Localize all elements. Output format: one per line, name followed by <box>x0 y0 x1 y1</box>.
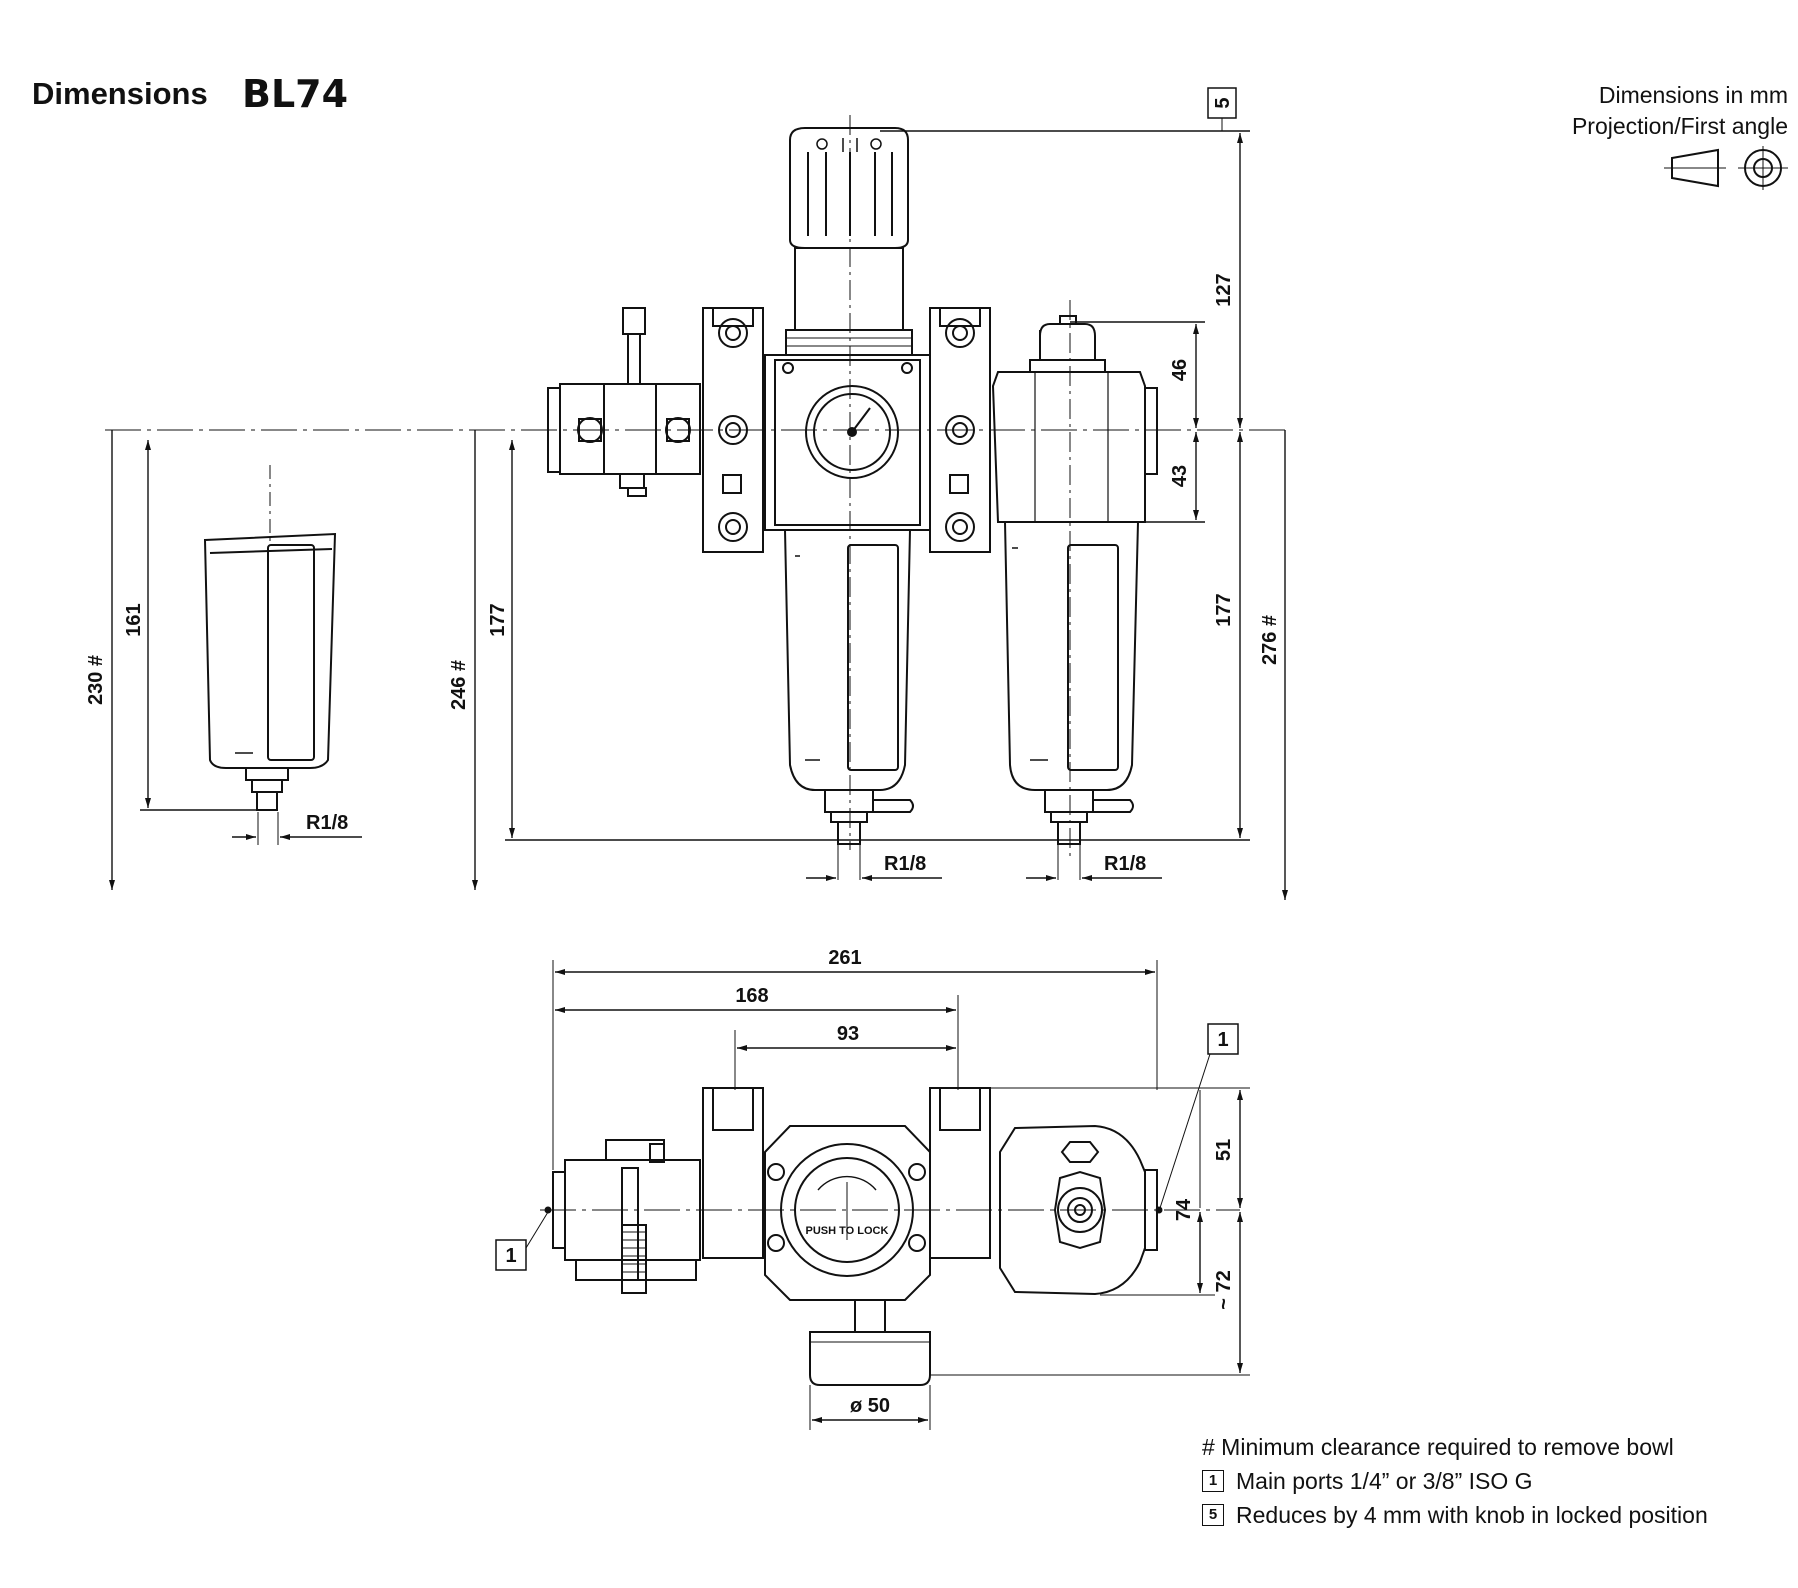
callout-5-label: 5 <box>1212 97 1234 108</box>
lubricator-front <box>991 300 1158 860</box>
note-main-ports: 1 Main ports 1/4” or 3/8” ISO G <box>1202 1464 1708 1498</box>
knob-text: PUSH TO LOCK <box>806 1225 889 1237</box>
left-bracket-top <box>702 1087 764 1259</box>
front-dimension-lines <box>109 130 1288 900</box>
lubricator-top <box>999 1124 1158 1296</box>
dim-276: 276 # <box>1259 615 1281 665</box>
dim-93: 93 <box>837 1023 859 1045</box>
model-number: BL74 <box>242 72 349 116</box>
filter-regulator-front <box>764 115 931 850</box>
dim-74: 74 <box>1173 1198 1195 1221</box>
dim-246: 246 # <box>448 660 470 710</box>
first-angle-projection-icon <box>1664 146 1788 190</box>
dim-161: 161 <box>123 603 145 636</box>
note-text: Main ports 1/4” or 3/8” ISO G <box>1236 1468 1533 1494</box>
note-text: # Minimum clearance required to remove b… <box>1202 1434 1674 1460</box>
callout-1-left-label: 1 <box>505 1245 516 1267</box>
top-dimension-lines <box>552 960 1250 1430</box>
shutoff-valve-top <box>552 1139 701 1294</box>
callout-box-1-right <box>1207 1023 1239 1055</box>
dim-43: 43 <box>1169 465 1191 487</box>
right-bracket-front <box>929 307 991 553</box>
separate-bowl <box>203 465 337 811</box>
page-title: Dimensions <box>32 76 208 111</box>
callout-box-1-left <box>495 1239 527 1271</box>
note-knob-locked: 5 Reduces by 4 mm with knob in locked po… <box>1202 1498 1708 1532</box>
dim-168: 168 <box>735 985 768 1007</box>
callout-1-right-label: 1 <box>1217 1029 1228 1051</box>
notes-block: # Minimum clearance required to remove b… <box>1202 1430 1708 1532</box>
note-clearance: # Minimum clearance required to remove b… <box>1202 1430 1708 1464</box>
thread-bowl: R1/8 <box>306 812 348 834</box>
thread-filter: R1/8 <box>884 853 926 875</box>
dim-72: ~ 72 <box>1213 1270 1235 1309</box>
left-bracket-front <box>702 307 764 553</box>
dimension-labels: 230 # 161 246 # 177 127 46 43 177 276 # … <box>85 97 1281 1417</box>
units-block: Dimensions in mm Projection/First angle <box>1572 80 1788 142</box>
units-line: Dimensions in mm <box>1598 82 1788 108</box>
dim-127: 127 <box>1213 273 1235 306</box>
dim-46: 46 <box>1169 359 1191 381</box>
regulator-top <box>764 1125 931 1386</box>
right-bracket-top <box>929 1087 991 1259</box>
shutoff-valve-front <box>547 307 701 497</box>
dim-261: 261 <box>828 947 861 969</box>
note-marker: 5 <box>1202 1504 1224 1526</box>
projection-line: Projection/First angle <box>1571 113 1788 139</box>
dim-50: ø 50 <box>850 1395 890 1417</box>
note-text: Reduces by 4 mm with knob in locked posi… <box>1236 1502 1708 1528</box>
dim-230: 230 # <box>85 655 107 705</box>
dim-177-right: 177 <box>1213 593 1235 626</box>
dim-177-left: 177 <box>487 603 509 636</box>
note-marker: 1 <box>1202 1470 1224 1492</box>
thread-lubricator: R1/8 <box>1104 853 1146 875</box>
dim-51: 51 <box>1213 1139 1235 1161</box>
